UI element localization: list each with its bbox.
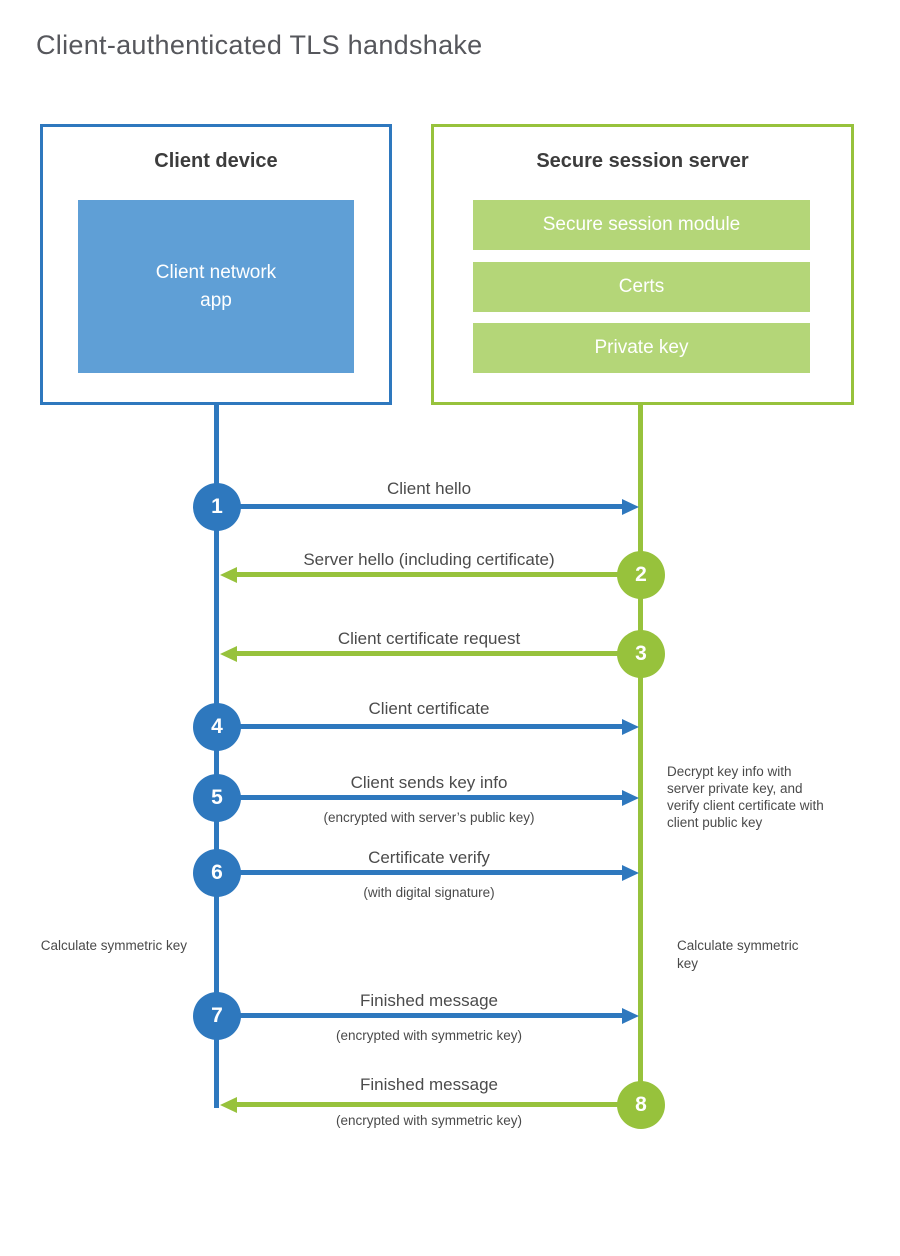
step-3-label: Client certificate request bbox=[337, 629, 521, 648]
step-2-arrowhead-icon bbox=[220, 567, 237, 583]
step-8-label: Finished message bbox=[360, 1075, 498, 1094]
calculate-symmetric-key-note-client: Calculate symmetric key bbox=[40, 938, 187, 953]
step-2-circle: 2 bbox=[617, 551, 665, 599]
step-7-arrowhead-icon bbox=[622, 1008, 639, 1024]
step-4-label: Client certificate bbox=[368, 699, 490, 718]
step-4-arrow bbox=[238, 724, 623, 729]
step-5-sublabel: (encrypted with server’s public key) bbox=[323, 810, 535, 825]
client-network-app-module: Client network app bbox=[78, 200, 354, 373]
step-8-arrow bbox=[236, 1102, 620, 1107]
step-3-arrow bbox=[236, 651, 620, 656]
step-5-circle: 5 bbox=[193, 774, 241, 822]
client-device-box: Client device Client network app bbox=[40, 124, 392, 405]
step-6-arrow bbox=[238, 870, 623, 875]
step-2-arrow bbox=[236, 572, 620, 577]
step-7-circle: 7 bbox=[193, 992, 241, 1040]
step-6-label: Certificate verify bbox=[368, 848, 490, 867]
client-app-label-line1: Client network bbox=[155, 261, 277, 283]
step-4-circle: 4 bbox=[193, 703, 241, 751]
step-1-circle: 1 bbox=[193, 483, 241, 531]
step-3-arrowhead-icon bbox=[220, 646, 237, 662]
page-title: Client-authenticated TLS handshake bbox=[36, 30, 483, 60]
step-8-arrowhead-icon bbox=[220, 1097, 237, 1113]
server-heading: Secure session server bbox=[536, 150, 749, 172]
server-lifeline bbox=[638, 405, 643, 1108]
step-6-circle: 6 bbox=[193, 849, 241, 897]
client-device-heading: Client device bbox=[154, 150, 278, 172]
step-7-arrow bbox=[238, 1013, 623, 1018]
step-7-label: Finished message bbox=[360, 991, 498, 1010]
step-4-arrowhead-icon bbox=[622, 719, 639, 735]
calculate-symmetric-key-note-server: Calculate symmetric key bbox=[677, 938, 799, 971]
step-5-label: Client sends key info bbox=[350, 773, 508, 792]
step-5-arrow bbox=[238, 795, 623, 800]
server-module-secure-session: Secure session module bbox=[473, 200, 810, 250]
step-8-sublabel: (encrypted with symmetric key) bbox=[335, 1113, 523, 1128]
step-5-arrowhead-icon bbox=[622, 790, 639, 806]
server-module-certs: Certs bbox=[473, 262, 810, 312]
client-lifeline bbox=[214, 405, 219, 1108]
secure-session-server-box: Secure session server Secure session mod… bbox=[431, 124, 854, 405]
client-app-label-line2: app bbox=[200, 289, 232, 311]
step-2-label: Server hello (including certificate) bbox=[303, 550, 555, 569]
step-1-label: Client hello bbox=[386, 479, 472, 498]
step-6-arrowhead-icon bbox=[622, 865, 639, 881]
step-7-sublabel: (encrypted with symmetric key) bbox=[335, 1028, 523, 1043]
server-module-private-key: Private key bbox=[473, 323, 810, 373]
step-3-circle: 3 bbox=[617, 630, 665, 678]
step-1-arrow bbox=[238, 504, 623, 509]
step-8-circle: 8 bbox=[617, 1081, 665, 1129]
step-1-arrowhead-icon bbox=[622, 499, 639, 515]
step-6-sublabel: (with digital signature) bbox=[363, 885, 495, 900]
decrypt-key-note: Decrypt key info with server private key… bbox=[667, 764, 824, 830]
